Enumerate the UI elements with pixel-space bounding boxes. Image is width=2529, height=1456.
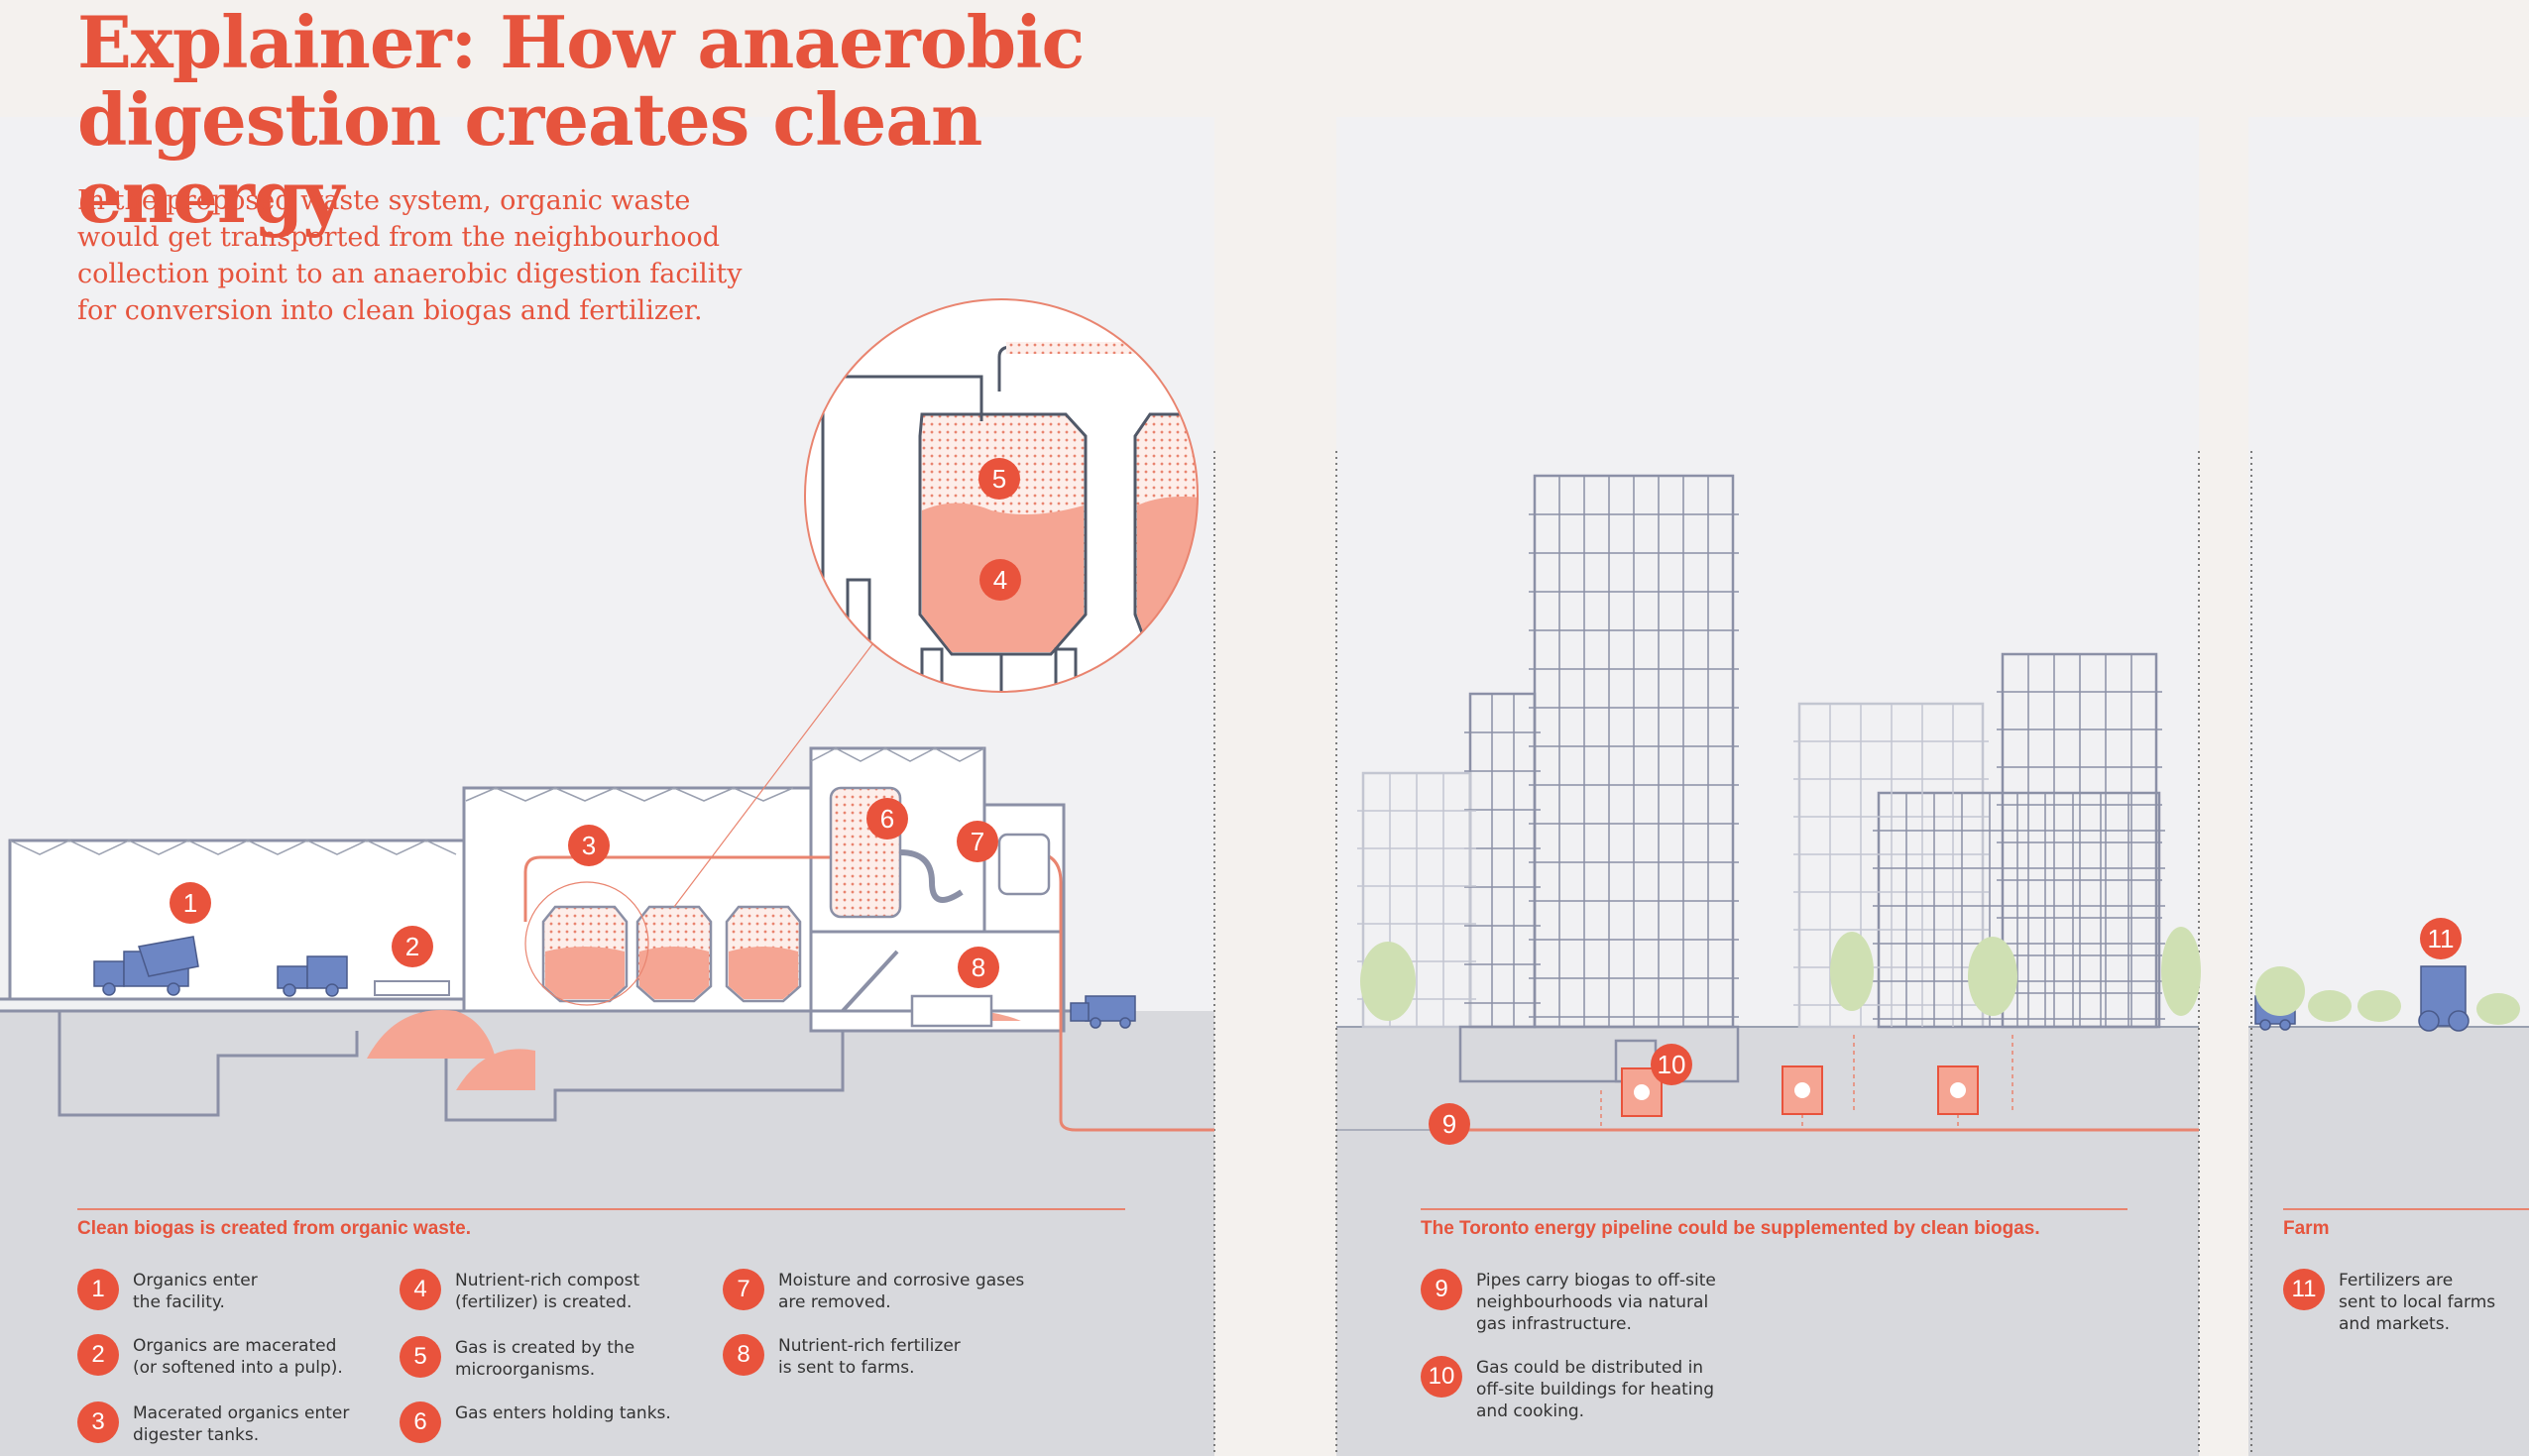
legend-badge: 11 bbox=[2283, 1269, 2325, 1310]
svg-text:10: 10 bbox=[1658, 1050, 1686, 1079]
trees bbox=[1360, 927, 2520, 1025]
legend-text: Nutrient-rich compost (fertilizer) is cr… bbox=[455, 1271, 640, 1312]
legend-badge: 9 bbox=[1421, 1269, 1462, 1310]
svg-text:11: 11 bbox=[2428, 924, 2455, 953]
badge-8: 8 bbox=[958, 947, 999, 988]
badge-3: 3 bbox=[568, 825, 610, 866]
legend-badge: 8 bbox=[723, 1334, 764, 1376]
svg-text:7: 7 bbox=[971, 827, 984, 856]
legend-item: 9 Pipes carry biogas to off-site neighbo… bbox=[1421, 1269, 1716, 1335]
svg-text:5: 5 bbox=[992, 464, 1006, 494]
legend-1-heading: Clean biogas is created from organic was… bbox=[77, 1218, 472, 1239]
legend-text: Organics are macerated (or softened into… bbox=[133, 1336, 343, 1378]
legend-badge: 5 bbox=[400, 1336, 441, 1378]
legend-text: Organics enter the facility. bbox=[133, 1271, 258, 1312]
legend-badge: 4 bbox=[400, 1269, 441, 1310]
digestion-facility bbox=[0, 746, 1091, 1122]
legend-badge: 7 bbox=[723, 1269, 764, 1310]
gas-distribution bbox=[1600, 1031, 2013, 1130]
legend-badge: 3 bbox=[77, 1401, 119, 1443]
svg-text:3: 3 bbox=[582, 831, 596, 860]
legend-item: 1 Organics enter the facility. bbox=[77, 1269, 258, 1313]
legend-item: 11 Fertilizers are sent to local farms a… bbox=[2283, 1269, 2495, 1335]
badge-4: 4 bbox=[979, 559, 1021, 601]
city-buildings bbox=[1361, 474, 2161, 1083]
legend-item: 7 Moisture and corrosive gases are remov… bbox=[723, 1269, 1024, 1313]
legend-2-rule bbox=[1421, 1208, 2127, 1210]
svg-text:6: 6 bbox=[880, 804, 894, 834]
legend-item: 2 Organics are macerated (or softened in… bbox=[77, 1334, 343, 1379]
page-title: Explainer: How anaerobic digestion creat… bbox=[77, 0, 1085, 239]
legend-text: Moisture and corrosive gases are removed… bbox=[778, 1271, 1025, 1312]
legend-item: 3 Macerated organics enter digester tank… bbox=[77, 1401, 349, 1446]
svg-text:1: 1 bbox=[183, 888, 197, 918]
svg-text:4: 4 bbox=[993, 565, 1007, 595]
delivery-trucks bbox=[93, 936, 2470, 1032]
badge-11: 11 bbox=[2420, 918, 2462, 959]
ground bbox=[0, 451, 2529, 1456]
legend-3-heading: Farm bbox=[2283, 1218, 2330, 1239]
legend-text: Gas could be distributed in off-site bui… bbox=[1476, 1358, 1715, 1421]
badge-5: 5 bbox=[978, 458, 1020, 500]
legend-text: Pipes carry biogas to off-site neighbour… bbox=[1476, 1271, 1716, 1334]
legend-badge: 2 bbox=[77, 1334, 119, 1376]
legend-3-rule bbox=[2283, 1208, 2529, 1210]
badge-10: 10 bbox=[1651, 1044, 1692, 1085]
number-badges: 1 2 3 4 5 6 7 8 9 10 11 bbox=[170, 458, 2462, 1145]
svg-text:2: 2 bbox=[405, 932, 419, 961]
svg-text:9: 9 bbox=[1442, 1109, 1456, 1139]
legend-item: 4 Nutrient-rich compost (fertilizer) is … bbox=[400, 1269, 639, 1313]
legend-badge: 1 bbox=[77, 1269, 119, 1310]
svg-text:8: 8 bbox=[972, 952, 985, 982]
legend-text: Gas enters holding tanks. bbox=[455, 1403, 671, 1423]
legend-item: 6 Gas enters holding tanks. bbox=[400, 1401, 671, 1443]
badge-2: 2 bbox=[392, 926, 433, 967]
page-subtitle: In the proposed waste system, organic wa… bbox=[77, 185, 743, 326]
legend-1-rule bbox=[77, 1208, 1125, 1210]
legend-item: 8 Nutrient-rich fertilizer is sent to fa… bbox=[723, 1334, 961, 1379]
legend-text: Gas is created by the microorganisms. bbox=[455, 1338, 635, 1380]
legend-badge: 6 bbox=[400, 1401, 441, 1443]
legend-text: Nutrient-rich fertilizer is sent to farm… bbox=[778, 1336, 961, 1378]
legend-badge: 10 bbox=[1421, 1356, 1462, 1398]
badge-6: 6 bbox=[866, 798, 908, 840]
legend-text: Fertilizers are sent to local farms and … bbox=[2339, 1271, 2496, 1334]
legend-2-heading: The Toronto energy pipeline could be sup… bbox=[1421, 1218, 2040, 1239]
legend-item: 5 Gas is created by the microorganisms. bbox=[400, 1336, 634, 1381]
badge-1: 1 bbox=[170, 882, 211, 924]
badge-9: 9 bbox=[1429, 1103, 1470, 1145]
building-floor-grid bbox=[1357, 476, 2165, 1027]
badge-7: 7 bbox=[957, 821, 998, 862]
legend-item: 10 Gas could be distributed in off-site … bbox=[1421, 1356, 1714, 1422]
legend-text: Macerated organics enter digester tanks. bbox=[133, 1403, 350, 1445]
